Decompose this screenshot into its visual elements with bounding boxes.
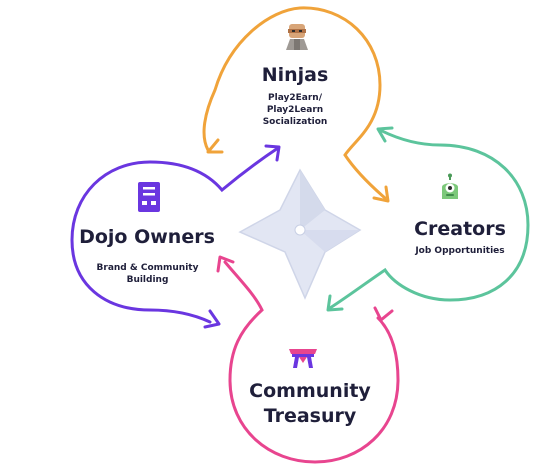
treasury-title-line: Treasury (263, 405, 357, 427)
creators-arrow-bottom (326, 294, 344, 312)
creators-title: Creators (414, 218, 506, 240)
treasury-arrow-right (373, 306, 394, 322)
ninjas-title: Ninjas (261, 64, 329, 86)
ninjas-arrow-left (206, 138, 224, 154)
alien-creator-icon (442, 173, 458, 199)
treasury-title: Community Treasury (235, 379, 385, 429)
dojo-owners-line: Building (126, 275, 169, 285)
ninjas-arrow-right (372, 185, 390, 203)
treasury-title-line: Community (249, 380, 371, 402)
ninjas-line: Socialization (262, 117, 328, 127)
dojo-arrow-bottom (203, 309, 221, 329)
treasury-arrow-left (216, 255, 235, 273)
dojo-owners-description: Brand & Community Building (85, 262, 210, 286)
treasury-loop (223, 260, 400, 464)
ninjas-line: Play2Learn (266, 105, 324, 115)
creators-arrow-top (376, 126, 394, 143)
dojo-owners-line: Brand & Community (96, 263, 199, 273)
shuriken-icon (238, 168, 362, 300)
torii-gate-icon (289, 349, 317, 368)
creators-description: Job Opportunities (400, 245, 520, 257)
dojo-owners-loop (70, 146, 280, 324)
ninjas-line: Play2Earn/ (268, 93, 322, 103)
creators-line: Job Opportunities (415, 246, 505, 256)
dojo-owners-title: Dojo Owners (79, 226, 215, 248)
ninjas-loop (202, 6, 387, 200)
creators-loop (328, 128, 530, 310)
building-icon (138, 182, 160, 212)
ninjas-description: Play2Earn/ Play2Learn Socialization (240, 92, 350, 128)
dojo-arrow-top (264, 144, 281, 162)
ninja-icon (286, 24, 308, 50)
